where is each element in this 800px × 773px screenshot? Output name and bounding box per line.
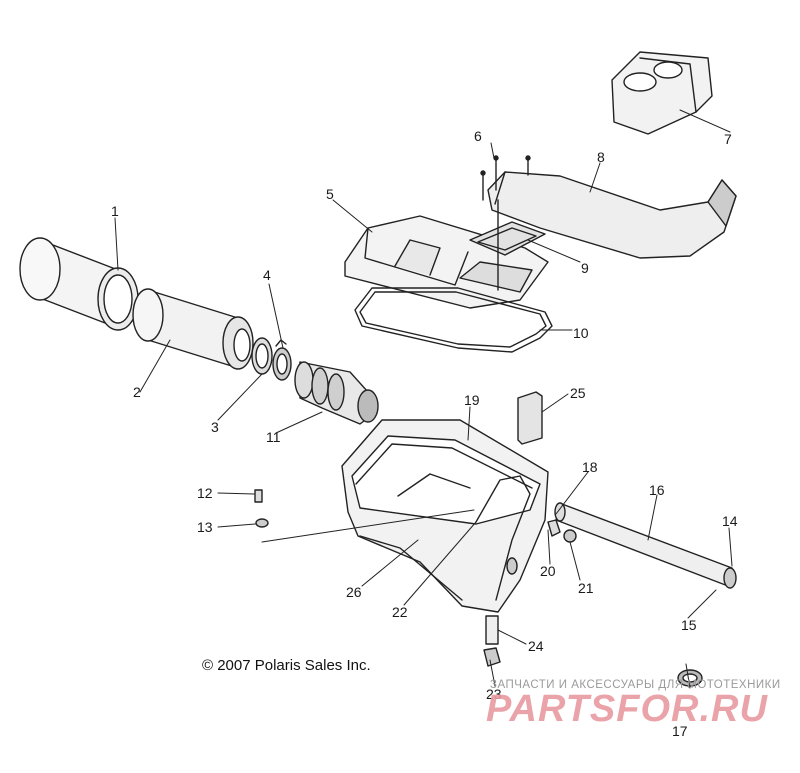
copyright-text: © 2007 Polaris Sales Inc. bbox=[202, 657, 371, 674]
airbox-base bbox=[341, 419, 549, 613]
callout-14: 14 bbox=[722, 513, 738, 529]
callout-8: 8 bbox=[597, 149, 605, 165]
leader-lines bbox=[114, 109, 733, 689]
snorkel-intake-tube bbox=[487, 171, 737, 259]
callout-21: 21 bbox=[578, 580, 594, 596]
callout-18: 18 bbox=[582, 459, 598, 475]
callout-22: 22 bbox=[392, 604, 408, 620]
air-filter-element bbox=[132, 288, 254, 370]
callout-17: 17 bbox=[672, 723, 688, 739]
hose-clamp bbox=[251, 337, 292, 381]
screws bbox=[480, 155, 531, 201]
tube-flange bbox=[469, 199, 546, 291]
callout-19: 19 bbox=[464, 392, 480, 408]
callout-25: 25 bbox=[570, 385, 586, 401]
callout-9: 9 bbox=[581, 260, 589, 276]
callout-6: 6 bbox=[474, 128, 482, 144]
callout-5: 5 bbox=[326, 186, 334, 202]
callout-13: 13 bbox=[197, 519, 213, 535]
callout-11: 11 bbox=[266, 429, 281, 445]
callout-20: 20 bbox=[540, 563, 556, 579]
callout-1: 1 bbox=[111, 203, 119, 219]
pre-filter-sleeve bbox=[19, 237, 139, 331]
callout-26: 26 bbox=[346, 584, 362, 600]
callout-23: 23 bbox=[486, 686, 502, 702]
callout-3: 3 bbox=[211, 419, 219, 435]
watermark-subtitle: ЗАПЧАСТИ И АКСЕССУАРЫ ДЛЯ МОТОТЕХНИКИ bbox=[490, 679, 781, 691]
drain-tube bbox=[554, 502, 737, 589]
fittings bbox=[547, 519, 577, 543]
callout-15: 15 bbox=[681, 617, 697, 633]
callout-24: 24 bbox=[528, 638, 544, 654]
foam-pad bbox=[517, 391, 543, 445]
callout-12: 12 bbox=[197, 485, 213, 501]
callout-16: 16 bbox=[649, 482, 665, 498]
foam-block bbox=[611, 51, 713, 135]
drain-hose bbox=[483, 615, 501, 667]
callout-7: 7 bbox=[724, 131, 732, 147]
bolt-washer bbox=[254, 489, 269, 528]
callout-4: 4 bbox=[263, 267, 271, 283]
watermark-logo: PARTSFOR.RU bbox=[486, 688, 768, 730]
intake-coupler bbox=[294, 361, 379, 425]
callout-10: 10 bbox=[573, 325, 589, 341]
callout-2: 2 bbox=[133, 384, 141, 400]
callouts: 1 2 3 4 5 6 7 8 9 10 11 12 13 14 15 16 1… bbox=[111, 128, 738, 739]
airbox-lid bbox=[344, 215, 549, 309]
